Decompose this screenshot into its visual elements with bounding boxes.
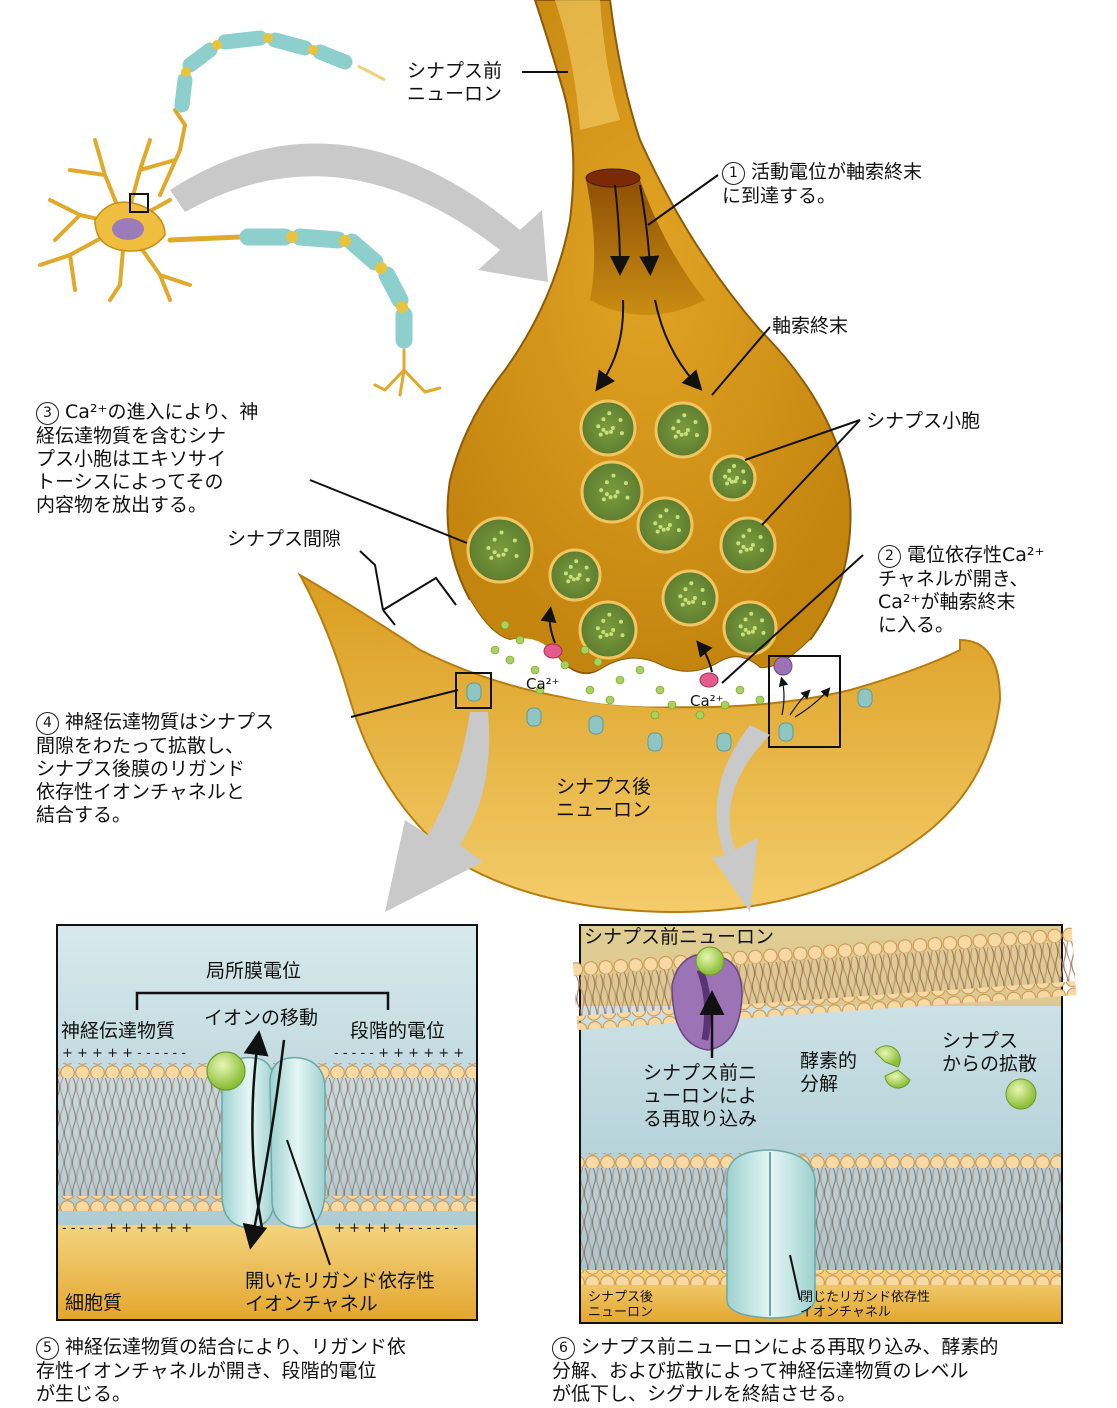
label-diffusion: シナプス からの拡散 (942, 1030, 1038, 1075)
charges-bottom-left: - - - - - + + + + + + (62, 1221, 193, 1236)
step-text: 電位依存性Ca²⁺ チャネルが開き、 Ca²⁺が軸索終末 に入る。 (878, 544, 1045, 636)
charges-top-right: - - - - - + + + + + + (334, 1046, 465, 1061)
neurotransmitter-dot (535, 685, 545, 695)
step-number: 2 (878, 545, 901, 568)
label-panel-presynaptic: シナプス前ニューロン (584, 926, 775, 948)
neurotransmitter-dot (593, 657, 603, 667)
label-open-channel: 開いたリガンド依存性 イオンチャネル (245, 1270, 436, 1315)
vesicle (579, 399, 637, 457)
neurotransmitter-dot (655, 685, 665, 695)
vesicle (636, 496, 694, 554)
label-panel-postsynaptic: シナプス後 ニューロン (588, 1290, 654, 1320)
vesicle (580, 460, 644, 524)
vesicle (466, 516, 534, 584)
zoom-arrow-top (170, 143, 548, 282)
label-presynaptic-neuron: シナプス前 ニューロン (407, 60, 503, 105)
neurotransmitter-dot (505, 655, 515, 665)
zoom-box-right (768, 655, 841, 748)
neurotransmitter-dot (530, 665, 540, 675)
neurotransmitter-dot (615, 675, 625, 685)
neurotransmitter-ball (206, 1051, 246, 1091)
label-reuptake: シナプス前ニ ューロンによ る再取り込み (643, 1062, 758, 1130)
label-closed-channel: 閉じたリガンド依存性 イオンチャネル (800, 1290, 931, 1320)
label-ca-ion-1: Ca²⁺ (526, 675, 560, 693)
panel-graded-potential (56, 924, 478, 1321)
step-text: シナプス前ニューロンによる再取り込み、酵素的 分解、および拡散によって神経伝達物… (552, 1336, 999, 1405)
neuron-overview (38, 30, 442, 397)
label-synaptic-cleft: シナプス間隙 (227, 528, 342, 550)
vesicle (719, 516, 777, 574)
panel-signal-termination (572, 924, 1077, 1324)
label-ca-ion-2: Ca²⁺ (690, 692, 724, 710)
step-text: Ca²⁺の進入により、神 経伝達物質を含むシナ プス小胞はエキソサイ トーシスに… (36, 401, 259, 516)
label-postsynaptic-neuron: シナプス後 ニューロン (556, 776, 652, 821)
leader-lines (309, 71, 864, 718)
neurotransmitter-dot (500, 620, 510, 630)
reuptake-transporter-small (773, 656, 793, 676)
step-number: 6 (552, 1337, 575, 1360)
label-ion-movement: イオンの移動 (204, 1007, 319, 1029)
cell-nucleus (112, 218, 144, 240)
vesicle (709, 454, 757, 502)
neurotransmitter-dot (695, 710, 705, 720)
step-number: 4 (36, 712, 59, 735)
neurotransmitter-dot (720, 700, 730, 710)
postsynaptic-receptors (466, 682, 873, 752)
neurotransmitter-dot (635, 665, 645, 675)
label-local-potential: 局所膜電位 (206, 960, 302, 982)
label-graded-potential: 段階的電位 (350, 1020, 446, 1042)
zoom-arrow-right (712, 725, 770, 912)
neurotransmitter-dot (667, 700, 677, 710)
neurotransmitter-dot (580, 645, 590, 655)
step-number: 1 (722, 162, 745, 185)
vesicle (548, 548, 602, 602)
charges-bottom-right: + + + + + - - - - - - (334, 1221, 458, 1236)
diffusing-neurotransmitter (1005, 1078, 1037, 1110)
neurotransmitter-dot (605, 695, 615, 705)
neurotransmitter-dot (755, 695, 765, 705)
label-cytoplasm: 細胞質 (65, 1292, 123, 1314)
neurotransmitter-dot (585, 685, 595, 695)
vesicle (654, 401, 712, 459)
vesicle (661, 569, 719, 627)
label-axon-terminal: 軸索終末 (772, 315, 849, 337)
step-text: 活動電位が軸索終末 に到達する。 (722, 161, 923, 207)
neurotransmitter-dot (560, 660, 570, 670)
neurotransmitter-dot (515, 635, 525, 645)
label-enzymatic: 酵素的 分解 (800, 1050, 858, 1095)
vesicle (722, 600, 778, 656)
neurotransmitter-dot (650, 710, 660, 720)
ca-channels (543, 643, 719, 688)
charges-top-left: + + + + + - - - - - - (62, 1046, 186, 1061)
step-text: 神経伝達物質はシナプス 間隙をわたって拡散し、 シナプス後膜のリガンド 依存性イ… (36, 711, 275, 826)
zoom-arrow-left (385, 712, 490, 912)
cleft-neurotransmitters (490, 620, 765, 720)
synaptic-vesicles (466, 399, 778, 660)
neurotransmitter-dot (735, 685, 745, 695)
step-number: 5 (36, 1337, 59, 1360)
step-number: 3 (36, 402, 59, 425)
vesicle (578, 600, 638, 660)
label-synaptic-vesicle: シナプス小胞 (866, 410, 981, 432)
enzymatic-fragments (874, 1045, 901, 1068)
neurotransmitter-dot (490, 645, 500, 655)
synaptic-cleft-area (425, 600, 830, 707)
label-neurotransmitter: 神経伝達物質 (61, 1020, 176, 1042)
step-text: 神経伝達物質の結合により、リガンド依 存性イオンチャネルが開き、段階的電位 が生… (36, 1336, 406, 1405)
